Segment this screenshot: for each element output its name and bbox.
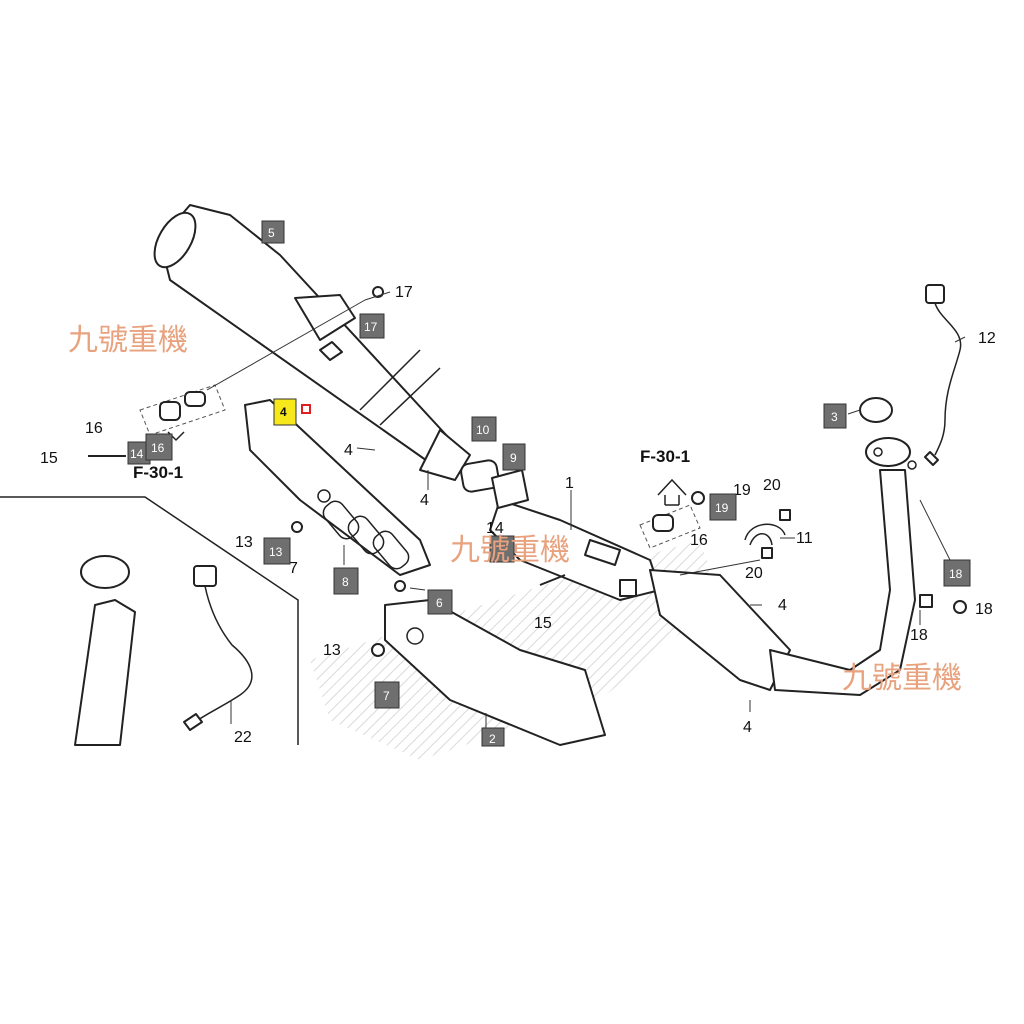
svg-text:14: 14 bbox=[130, 447, 144, 461]
badge-13: 13 bbox=[263, 537, 291, 565]
badge-14-b bbox=[489, 535, 515, 563]
badge-3: 3 bbox=[823, 403, 847, 429]
bolt-15b bbox=[539, 574, 566, 586]
label-22: 22 bbox=[234, 729, 252, 746]
nut-13 bbox=[291, 521, 303, 533]
watermark-2: 九號重機 bbox=[450, 533, 570, 568]
nut-13b bbox=[371, 643, 385, 657]
svg-text:10: 10 bbox=[476, 423, 490, 437]
badge-19: 19 bbox=[709, 493, 737, 521]
inset-border bbox=[0, 496, 299, 745]
gasket bbox=[859, 397, 893, 423]
washer-6 bbox=[394, 580, 406, 592]
badge-16: 16 bbox=[145, 433, 173, 461]
right-grommet-group bbox=[639, 504, 701, 549]
label-20-a: 20 bbox=[763, 477, 781, 494]
svg-text:7: 7 bbox=[383, 689, 390, 703]
label-15-b: 15 bbox=[534, 615, 552, 632]
badge-7: 7 bbox=[374, 681, 400, 709]
svg-text:3: 3 bbox=[831, 410, 838, 424]
wire-harness bbox=[744, 523, 786, 546]
left-grommet-group bbox=[139, 384, 226, 436]
shield-hole bbox=[406, 627, 424, 645]
label-4-a: 4 bbox=[344, 442, 353, 459]
label-7-a: 7 bbox=[289, 560, 298, 577]
label-12: 12 bbox=[978, 330, 996, 347]
svg-text:4: 4 bbox=[280, 405, 287, 419]
badge-18: 18 bbox=[943, 559, 971, 587]
svg-text:17: 17 bbox=[364, 320, 378, 334]
label-18-b: 18 bbox=[975, 601, 993, 618]
highlight-marker bbox=[301, 404, 311, 414]
svg-text:2: 2 bbox=[489, 732, 496, 746]
label-4-c: 4 bbox=[778, 597, 787, 614]
watermark-1: 九號重機 bbox=[68, 323, 188, 358]
label-1: 1 bbox=[565, 475, 574, 492]
svg-text:9: 9 bbox=[510, 451, 517, 465]
grommet-right bbox=[652, 514, 674, 532]
nut-17 bbox=[372, 286, 384, 298]
label-11: 11 bbox=[796, 530, 813, 547]
svg-text:6: 6 bbox=[436, 596, 443, 610]
label-18-a: 18 bbox=[910, 627, 928, 644]
badge-6: 6 bbox=[427, 589, 453, 615]
grommet-left bbox=[159, 401, 181, 421]
bolt-20 bbox=[779, 509, 791, 521]
badge-2: 2 bbox=[481, 727, 505, 747]
label-17: 17 bbox=[395, 284, 413, 301]
badge-8: 8 bbox=[333, 567, 359, 595]
collar-left bbox=[184, 391, 206, 407]
badge-9: 9 bbox=[502, 443, 526, 471]
label-4-d: 4 bbox=[743, 719, 752, 736]
clamp-bracket bbox=[491, 469, 529, 509]
mid-pipe bbox=[489, 437, 917, 696]
lower-heat-shield bbox=[384, 599, 606, 746]
label-15: 15 bbox=[40, 450, 58, 467]
badge-17: 17 bbox=[359, 313, 385, 339]
o2-sensor-22 bbox=[183, 565, 253, 731]
bolt-20b bbox=[761, 547, 773, 559]
o2-sensor-12 bbox=[924, 284, 962, 466]
badge-4-highlight: 4 bbox=[273, 398, 297, 426]
bolt-18 bbox=[919, 594, 933, 608]
inset-exhaust-pipe bbox=[74, 599, 136, 746]
svg-text:19: 19 bbox=[715, 501, 729, 515]
svg-text:16: 16 bbox=[151, 441, 165, 455]
ref-f30-1-left: F-30-1 bbox=[133, 463, 183, 482]
label-13: 13 bbox=[235, 534, 253, 551]
label-16-b: 16 bbox=[690, 532, 708, 549]
svg-text:13: 13 bbox=[269, 545, 283, 559]
nut-18 bbox=[953, 600, 967, 614]
label-20-b: 20 bbox=[745, 565, 763, 582]
washer-16 bbox=[691, 491, 705, 505]
band-clamp bbox=[460, 459, 500, 493]
svg-text:5: 5 bbox=[268, 226, 275, 240]
muffler bbox=[153, 204, 471, 481]
badge-10: 10 bbox=[471, 416, 497, 442]
ref-arrow-right bbox=[657, 478, 687, 506]
label-16: 16 bbox=[85, 420, 103, 437]
label-13-b: 13 bbox=[323, 642, 341, 659]
label-14-partial: 14 bbox=[486, 520, 504, 537]
watermark-3: 九號重機 bbox=[842, 661, 962, 696]
label-4-b: 4 bbox=[420, 492, 429, 509]
label-19: 19 bbox=[733, 482, 751, 499]
inset-flange bbox=[80, 555, 130, 589]
svg-text:8: 8 bbox=[342, 575, 349, 589]
svg-text:18: 18 bbox=[949, 567, 963, 581]
badge-5: 5 bbox=[261, 220, 285, 244]
ref-f30-1-right: F-30-1 bbox=[640, 447, 690, 466]
